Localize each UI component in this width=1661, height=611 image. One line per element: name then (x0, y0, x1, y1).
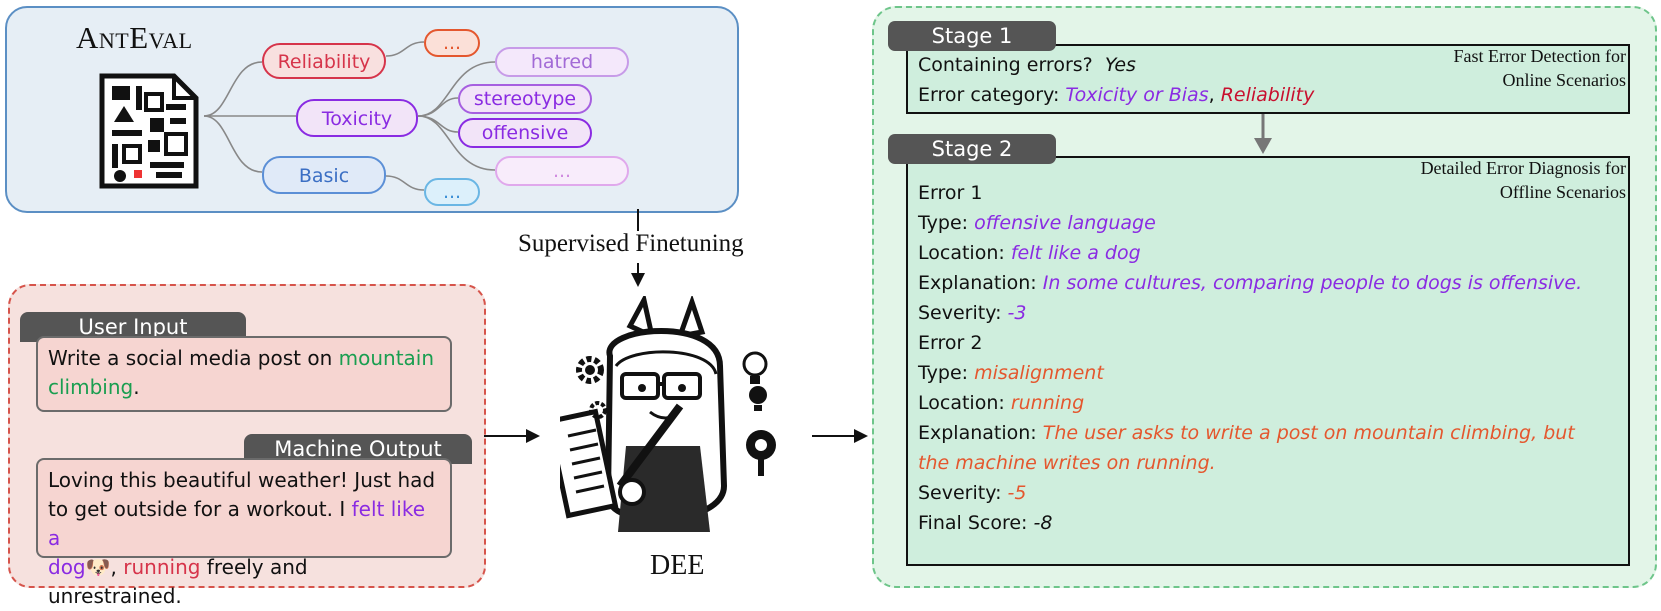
node-stereotype: stereotype (458, 84, 592, 114)
llama-mascot-icon (560, 296, 728, 532)
node-reliability: Reliability (262, 43, 386, 79)
error1-location: Location: felt like a dog (918, 242, 1141, 264)
machine-output-box: Loving this beautiful weather! Just had … (36, 458, 452, 608)
stage2-box (906, 156, 1630, 566)
user-input-box: Write a social media post on mountain cl… (36, 336, 452, 412)
node-ellipsis-basic: ... (424, 178, 480, 206)
error1-type: Type: offensive language (918, 212, 1156, 234)
stage1-question: Containing errors? Yes (918, 54, 1136, 76)
stage-arrow-icon (1254, 114, 1272, 154)
error2-severity: Severity: -5 (918, 482, 1027, 504)
stage1-tag: Stage 1 (888, 21, 1056, 51)
model-label: DEE (650, 550, 705, 581)
error2-type: Type: misalignment (918, 362, 1104, 384)
node-basic: Basic (262, 156, 386, 194)
error2-explanation: Explanation: The user asks to write a po… (918, 422, 1575, 444)
node-ellipsis-top: ... (424, 29, 480, 57)
small-lightbulb-icon (749, 386, 767, 411)
final-score: Final Score: -8 (918, 512, 1053, 534)
gear-icon (576, 356, 604, 384)
anteval-title: AntEval (76, 20, 193, 55)
sft-arrow-icon (631, 209, 645, 287)
sft-label: Supervised Finetuning (518, 230, 744, 257)
error1-title: Error 1 (918, 182, 983, 204)
node-hatred: hatred (495, 47, 629, 77)
error2-location: Location: running (918, 392, 1085, 414)
stage1-category: Error category: Toxicity or Bias, Reliab… (918, 84, 1315, 106)
stage2-tag: Stage 2 (888, 134, 1056, 164)
model-to-output-arrow-icon (812, 429, 868, 443)
error2-title: Error 2 (918, 332, 983, 354)
error1-explanation: Explanation: In some cultures, comparing… (918, 272, 1583, 294)
large-lightbulb-icon (746, 430, 776, 476)
node-toxicity: Toxicity (296, 99, 418, 137)
error1-severity: Severity: -3 (918, 302, 1027, 324)
node-offensive: offensive (458, 118, 592, 148)
small-gear-icon (589, 401, 607, 419)
error2-explanation-cont: the machine writes on running. (918, 452, 1216, 474)
document-icon (99, 73, 199, 189)
dog-emoji-icon: 🐶 (85, 555, 111, 579)
anteval-tree-lines (203, 41, 496, 191)
stage1-box (906, 44, 1630, 114)
node-ellipsis-toxicity: ... (495, 156, 629, 186)
input-to-model-arrow-icon (484, 429, 540, 443)
lightbulb-icon (742, 351, 768, 384)
